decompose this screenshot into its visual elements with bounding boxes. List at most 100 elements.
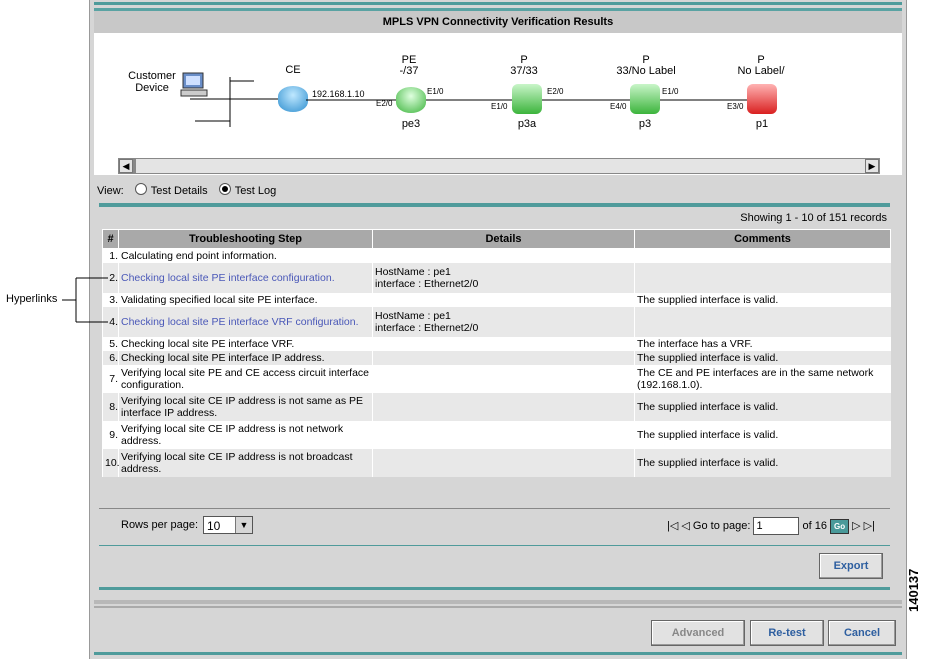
table-row: 6.Checking local site PE interface IP ad… <box>102 351 891 365</box>
radio-test-details[interactable] <box>134 183 147 195</box>
window-title: MPLS VPN Connectivity Verification Resul… <box>94 8 902 33</box>
ce-ip: 192.168.1.10 <box>312 89 365 99</box>
goto-page-controls: |◁ ◁ Go to page: 1 of 16 Go ▷ ▷| <box>667 517 875 536</box>
rows-per-page-select[interactable]: 10▼ <box>203 516 253 534</box>
comments-cell: The supplied interface is valid. <box>634 449 891 477</box>
advanced-button[interactable]: Advanced <box>651 620 745 646</box>
cancel-button[interactable]: Cancel <box>828 620 896 646</box>
page-input[interactable]: 1 <box>753 517 800 536</box>
port-label: E4/0 <box>610 102 627 111</box>
p3-router-icon[interactable] <box>630 84 660 114</box>
row-number: 9. <box>102 421 119 449</box>
table-row: 8.Verifying local site CE IP address is … <box>102 393 891 421</box>
details-cell <box>372 337 635 351</box>
comments-cell: The supplied interface is valid. <box>634 421 891 449</box>
step-cell: Verifying local site CE IP address is no… <box>118 449 373 477</box>
comments-cell-text: The supplied interface is valid. <box>637 429 779 441</box>
step-cell-text: Checking local site PE interface IP addr… <box>121 352 325 364</box>
pe3-router-icon[interactable] <box>396 87 426 113</box>
computer-icon <box>180 72 208 97</box>
port-label: E1/0 <box>662 87 679 96</box>
node-role: PE <box>401 54 417 66</box>
rows-per-page-label: Rows per page: <box>121 519 199 531</box>
details-cell <box>372 248 635 263</box>
comments-cell-text: The supplied interface is valid. <box>637 294 779 306</box>
results-panel: Showing 1 - 10 of 151 records # Troubles… <box>99 203 891 590</box>
row-number: 1. <box>102 248 119 263</box>
comments-cell-text: The supplied interface is valid. <box>637 352 779 364</box>
port-label: E2/0 <box>376 99 393 108</box>
step-cell-text: Checking local site PE interface VRF. <box>121 338 295 350</box>
pagination-bar: Rows per page: 10▼ |◁ ◁ Go to page: 1 of… <box>99 508 890 545</box>
row-number-text: 3. <box>109 294 118 306</box>
retest-button[interactable]: Re-test <box>750 620 824 646</box>
row-number-text: 10. <box>105 457 120 469</box>
chevron-down-icon[interactable]: ▼ <box>235 517 252 533</box>
horizontal-scrollbar[interactable]: ◀ ▶ <box>118 158 880 174</box>
details-cell <box>372 365 635 393</box>
step-cell[interactable]: Checking local site PE interface VRF con… <box>118 307 373 337</box>
radio-test-log[interactable] <box>218 183 231 195</box>
prev-page-icon[interactable]: ◁ <box>681 520 690 532</box>
column-header: Comments <box>634 229 891 249</box>
step-link[interactable]: Checking local site PE interface VRF con… <box>121 316 359 328</box>
table-row: 4.Checking local site PE interface VRF c… <box>102 307 891 337</box>
port-label: E1/0 <box>491 102 508 111</box>
divider <box>94 600 902 604</box>
option-test-details[interactable]: Test Details <box>150 185 208 197</box>
results-table: # Troubleshooting Step Details Comments … <box>102 229 891 477</box>
node-role: P <box>757 54 765 66</box>
comments-cell <box>634 307 891 337</box>
table-row: 1.Calculating end point information. <box>102 248 891 263</box>
export-button[interactable]: Export <box>819 553 883 579</box>
step-link[interactable]: Checking local site PE interface configu… <box>121 272 335 284</box>
step-cell: Verifying local site CE IP address is no… <box>118 421 373 449</box>
go-button[interactable]: Go <box>830 518 850 534</box>
step-cell[interactable]: Checking local site PE interface configu… <box>118 263 373 293</box>
row-number-text: 6. <box>109 352 118 364</box>
row-number-text: 1. <box>109 250 118 262</box>
last-page-icon[interactable]: ▷| <box>863 520 875 532</box>
option-test-log[interactable]: Test Log <box>234 185 277 197</box>
scroll-right-icon[interactable]: ▶ <box>865 159 879 173</box>
scroll-thumb[interactable] <box>133 159 136 173</box>
callout-bracket <box>62 277 108 323</box>
node-name: p1 <box>755 118 769 130</box>
comments-cell-text: The supplied interface is valid. <box>637 457 779 469</box>
port-label: E2/0 <box>547 87 564 96</box>
details-cell-text: HostName : pe1 interface : Ethernet2/0 <box>375 310 479 334</box>
ce-router-icon <box>278 86 308 112</box>
step-cell: Validating specified local site PE inter… <box>118 293 373 307</box>
port-label: E3/0 <box>727 102 744 111</box>
p3a-router-icon[interactable] <box>512 84 542 114</box>
step-cell-text: Validating specified local site PE inter… <box>121 294 318 306</box>
p1-router-icon[interactable] <box>747 84 777 114</box>
node-name: pe3 <box>401 118 421 130</box>
step-cell: Verifying local site CE IP address is no… <box>118 393 373 421</box>
comments-cell: The interface has a VRF. <box>634 337 891 351</box>
comments-cell-text: The supplied interface is valid. <box>637 401 779 413</box>
comments-cell: The CE and PE interfaces are in the same… <box>634 365 891 393</box>
row-number: 5. <box>102 337 119 351</box>
table-row: 10.Verifying local site CE IP address is… <box>102 449 891 477</box>
table-row: 2.Checking local site PE interface confi… <box>102 263 891 293</box>
row-number: 6. <box>102 351 119 365</box>
scroll-left-icon[interactable]: ◀ <box>119 159 133 173</box>
details-cell: HostName : pe1 interface : Ethernet2/0 <box>372 263 635 293</box>
first-page-icon[interactable]: |◁ <box>667 520 679 532</box>
view-label: View: <box>97 185 124 197</box>
row-number-text: 5. <box>109 338 118 350</box>
row-number: 8. <box>102 393 119 421</box>
top-accent-bar <box>94 2 902 5</box>
bottom-accent-bar <box>94 652 902 655</box>
ce-label: CE <box>285 64 301 76</box>
step-cell: Checking local site PE interface VRF. <box>118 337 373 351</box>
row-number-text: 8. <box>109 401 118 413</box>
step-cell: Verifying local site PE and CE access ci… <box>118 365 373 393</box>
column-header: # <box>102 229 119 249</box>
row-number-text: 9. <box>109 429 118 441</box>
step-cell: Calculating end point information. <box>118 248 373 263</box>
next-page-icon[interactable]: ▷ <box>852 520 861 532</box>
comments-cell-text: The CE and PE interfaces are in the same… <box>637 367 874 391</box>
table-row: 7.Verifying local site PE and CE access … <box>102 365 891 393</box>
